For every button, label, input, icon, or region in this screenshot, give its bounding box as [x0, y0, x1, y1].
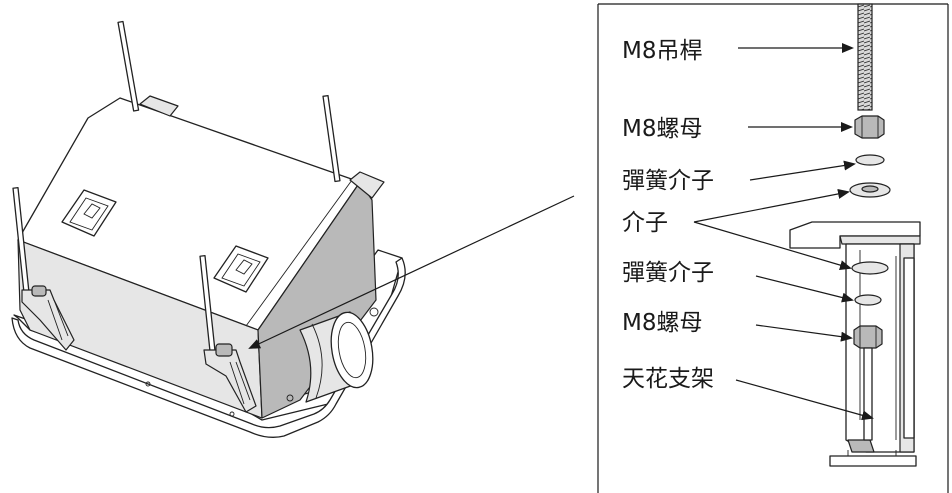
top-tab [349, 171, 385, 199]
fan-unit-drawing [11, 20, 406, 438]
plate-hole [229, 411, 235, 417]
bracket-left [21, 285, 75, 351]
base-plate-rim [11, 257, 406, 438]
label-ceiling-bracket: 天花支架 [622, 366, 714, 392]
rod-through-bracket [863, 347, 873, 441]
pointer-arrow [248, 195, 575, 349]
hanging-rods [12, 20, 341, 357]
latch-left [61, 189, 117, 237]
leader-spring-washer-bottom [755, 275, 854, 303]
top-tab [139, 95, 179, 117]
spring-washer-on-bracket [854, 294, 882, 306]
label-nut-bottom: M8螺母 [622, 310, 702, 336]
leader-ceiling-bracket [735, 379, 874, 421]
rod [322, 94, 341, 183]
latch-right [213, 245, 269, 293]
plate-hole [145, 381, 151, 387]
bracket-right [203, 343, 257, 413]
label-hanging-rod: M8吊桿 [622, 38, 702, 64]
leader-nut-bottom [755, 324, 853, 342]
label-spring-washer-bottom: 彈簧介子 [622, 260, 714, 286]
label-washer: 介子 [622, 210, 668, 236]
washer-on-bracket [851, 261, 889, 275]
nut-on-bracket [853, 325, 883, 349]
duct-collar [299, 311, 374, 403]
flat-washer [849, 182, 891, 198]
leader-spring-washer-top [749, 160, 856, 181]
leader-washer-b [693, 221, 852, 270]
spring-washer-top [855, 154, 885, 166]
label-spring-washer-top: 彈簧介子 [622, 168, 714, 194]
detail-panel: M8吊桿 M8螺母 彈簧介子 介子 彈簧介子 M8螺母 天花支架 [597, 3, 949, 493]
box-front-face [17, 239, 263, 419]
threaded-rod [857, 3, 873, 111]
leader-washer-a [693, 189, 850, 223]
rod [117, 20, 140, 112]
label-nut-top: M8螺母 [622, 116, 702, 142]
nut-top [854, 115, 885, 139]
